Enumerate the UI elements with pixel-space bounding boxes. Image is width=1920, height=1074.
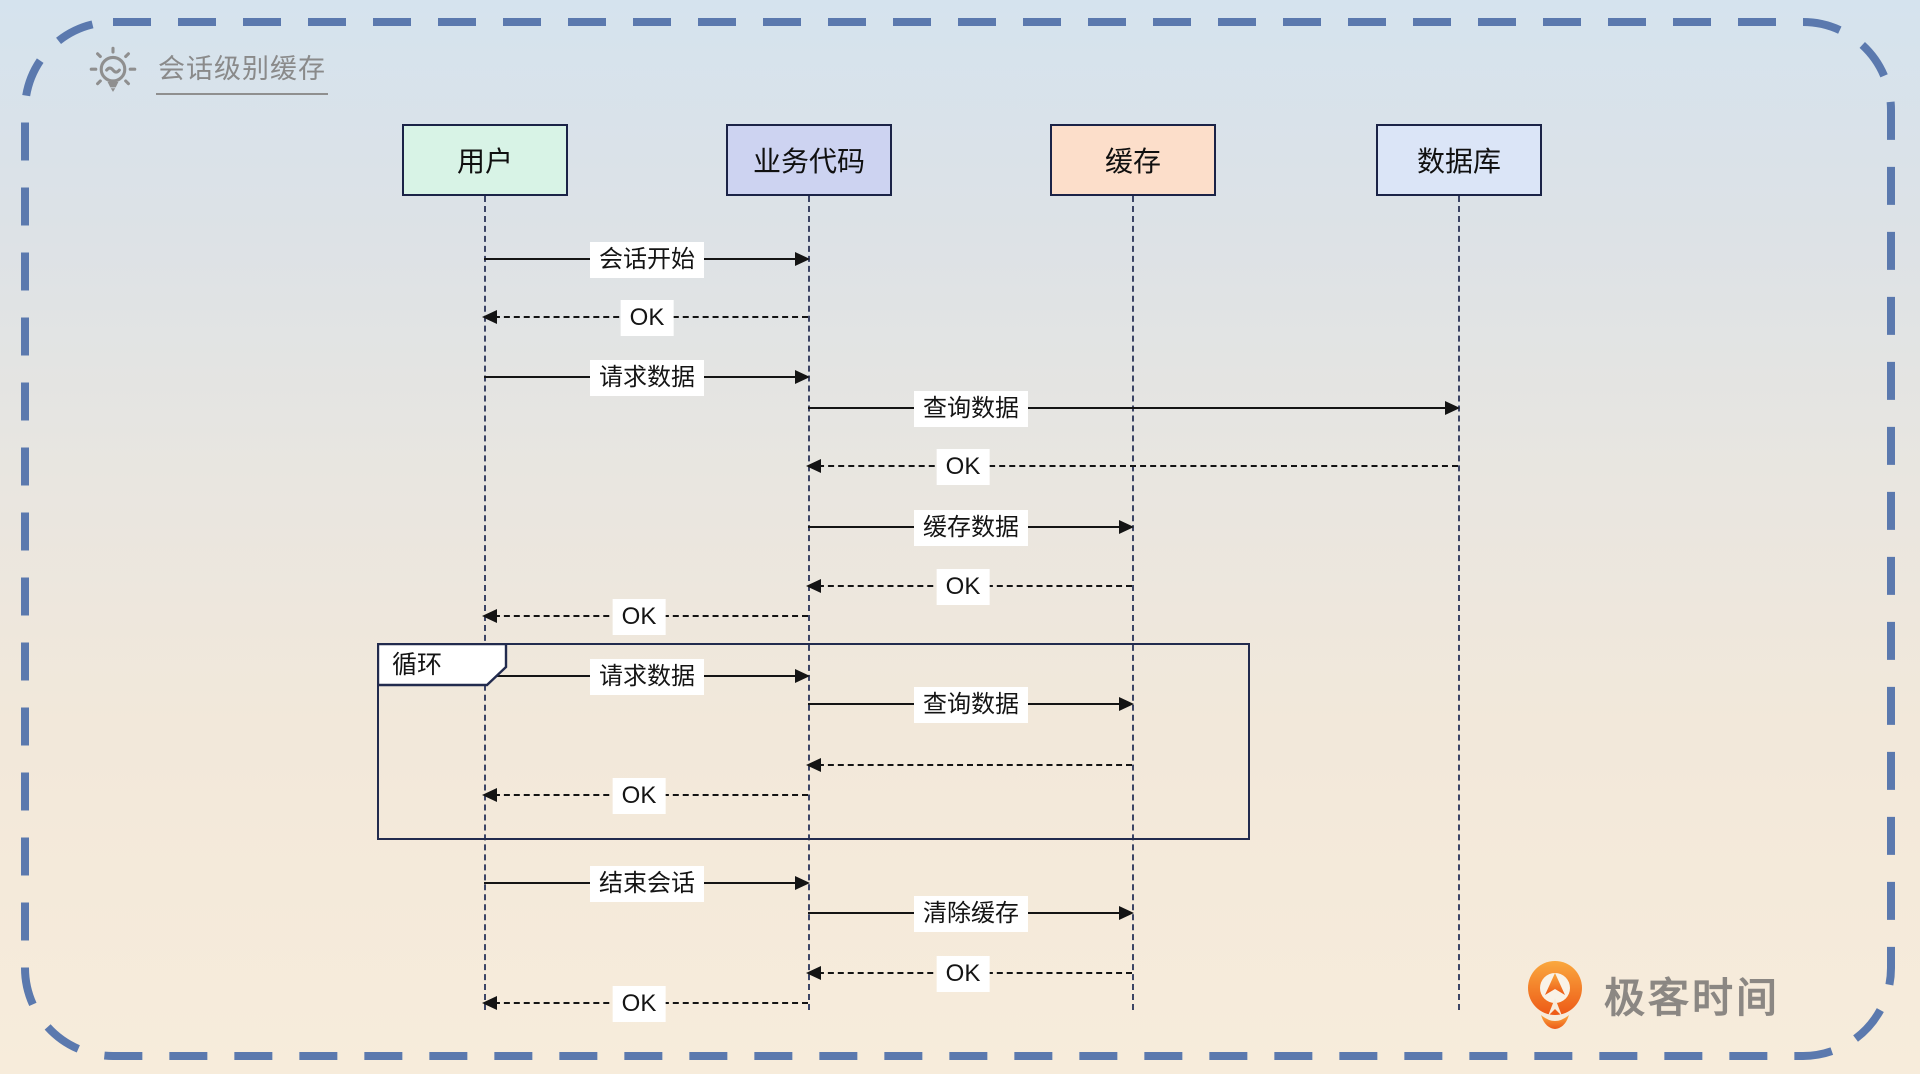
diagram-header: 会话级别缓存 (84, 42, 328, 100)
message-label: 结束会话 (590, 866, 704, 902)
message-label: 缓存数据 (914, 510, 1028, 546)
lifeline-code (808, 196, 810, 1010)
actor-label: 数据库 (1416, 146, 1501, 177)
lifeline-database (1458, 196, 1460, 1010)
message-label: 会话开始 (590, 242, 704, 278)
message-label: OK (612, 986, 666, 1022)
loop-fragment (377, 643, 1250, 840)
loop-tab (377, 643, 508, 687)
message-label: 清除缓存 (914, 896, 1028, 932)
geektime-logo: 极客时间 (1522, 958, 1780, 1030)
message-arrow-3 (808, 401, 1460, 415)
actor-box-code: 业务代码 (726, 124, 892, 196)
message-label: OK (936, 956, 990, 992)
actor-box-user: 用户 (402, 124, 568, 196)
actor-label: 用户 (456, 146, 513, 177)
message-label: OK (936, 449, 990, 485)
actor-box-cache: 缓存 (1050, 124, 1216, 196)
message-label: OK (620, 300, 674, 336)
message-label: 查询数据 (914, 391, 1028, 427)
actor-label: 业务代码 (752, 146, 865, 177)
lightbulb-icon (89, 46, 137, 92)
message-label: 请求数据 (590, 360, 704, 396)
lifeline-cache (1132, 196, 1134, 1010)
message-label: OK (612, 599, 666, 635)
actor-box-database: 数据库 (1376, 124, 1542, 196)
geektime-logo-icon (1528, 961, 1582, 1029)
message-label: 查询数据 (914, 687, 1028, 723)
actor-label: 缓存 (1104, 146, 1161, 177)
loop-label: 循环 (392, 651, 443, 679)
message-arrow-10 (806, 758, 1132, 772)
message-arrow-4 (806, 459, 1458, 473)
message-label: OK (612, 778, 666, 814)
geektime-logo-text: 极客时间 (1604, 975, 1780, 1021)
lifeline-user (484, 196, 486, 1010)
message-label: 请求数据 (590, 659, 704, 695)
diagram-title: 会话级别缓存 (156, 47, 328, 95)
message-label: OK (936, 569, 990, 605)
